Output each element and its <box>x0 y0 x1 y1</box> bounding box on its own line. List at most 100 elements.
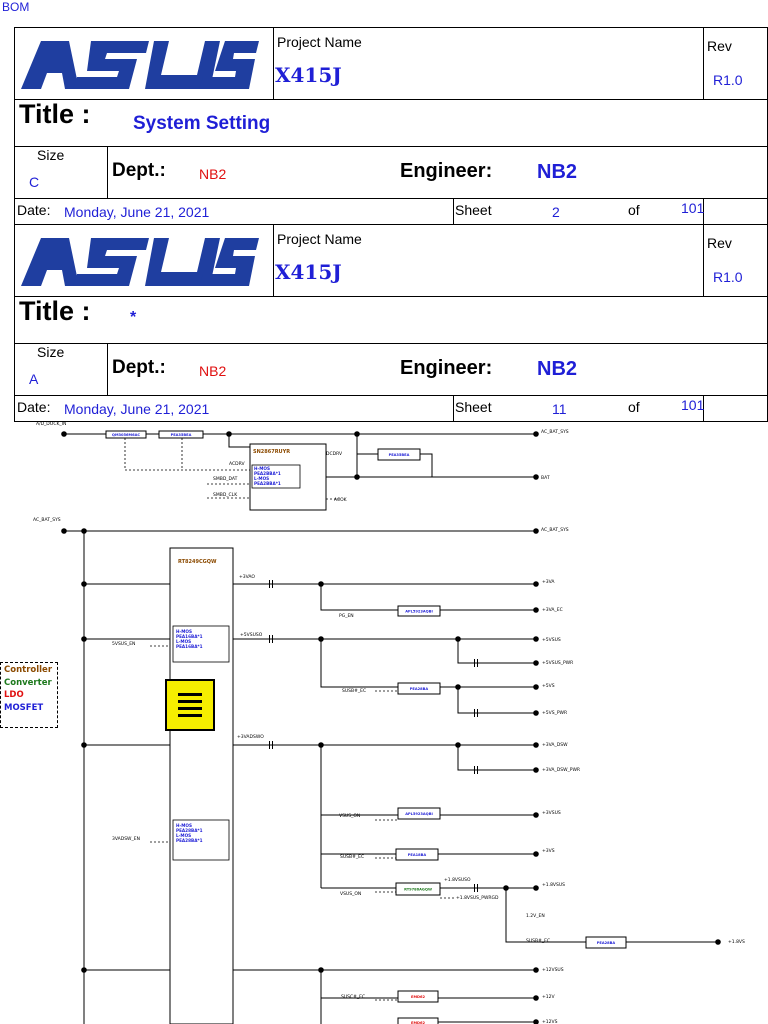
of-label: of <box>628 202 640 218</box>
size-value: C <box>29 174 40 190</box>
note-icon[interactable] <box>165 679 215 731</box>
part-box <box>397 605 441 617</box>
junction-dot <box>455 636 461 642</box>
wire <box>320 584 398 611</box>
asus-logo <box>21 41 259 89</box>
charger-ic-label: SN2867RUYR <box>253 449 290 455</box>
net-label: +12VSUS <box>542 967 564 973</box>
sheet-total: 101 <box>681 397 705 413</box>
sheet-value: 2 <box>552 204 560 220</box>
junction-dot <box>81 581 87 587</box>
project-name-label: Project Name <box>277 231 362 247</box>
part-label: PEA35BEA <box>171 433 192 437</box>
engineer-label: Engineer: <box>400 357 493 379</box>
mos-text: H-MOS <box>176 823 192 828</box>
title-block-2: Project Name X415J Rev R1.0 Title : * Si… <box>14 224 768 422</box>
part-label: PEA28BA <box>597 941 616 945</box>
schematic-wires <box>64 433 718 1024</box>
wire <box>457 687 536 714</box>
mos-box-2 <box>172 819 230 861</box>
junction-dot <box>533 684 539 690</box>
net-label: +3VA_DSW <box>542 742 568 748</box>
junction-dot <box>455 684 461 690</box>
charger-mos-box <box>251 464 301 489</box>
junction-dot <box>354 474 360 480</box>
legend-controller: Controller <box>4 665 53 675</box>
project-value: X415J <box>275 260 342 284</box>
net-label: +1.8VSUSO <box>444 877 471 883</box>
net-label: BAT <box>541 475 550 481</box>
net-label: 3VADSW_EN <box>112 836 140 842</box>
net-label: +3VAO <box>239 574 255 580</box>
sheet-label: Sheet <box>455 399 492 415</box>
project-value: X415J <box>275 63 342 87</box>
junction-dot <box>318 581 324 587</box>
net-label: DCDRV <box>326 451 343 457</box>
part-label: PEA28BA <box>410 687 429 691</box>
part-label: EMD62 <box>411 1021 426 1024</box>
junction-dot <box>533 431 539 437</box>
net-label: +1.8VSUS_PWRGD <box>456 895 499 901</box>
engineer-value: NB2 <box>537 358 578 380</box>
junction-dot <box>533 528 539 534</box>
date-label: Date: <box>17 202 51 218</box>
net-label: 5VSUS_EN <box>112 641 135 647</box>
part-box <box>397 990 439 1003</box>
net-label: A/D_DOCK_IN <box>36 422 66 427</box>
net-label: +5VSUS_PWR <box>542 660 573 666</box>
mos-text: H-MOS <box>176 629 192 634</box>
junction-dot <box>533 885 539 891</box>
junction-dot <box>318 636 324 642</box>
sheet-value: 11 <box>552 401 567 417</box>
net-label: +12VS <box>542 1019 558 1024</box>
title-label: Title : <box>19 99 91 129</box>
part-label: RT9786AGQW <box>404 888 432 892</box>
junction-dot <box>318 967 324 973</box>
legend-converter: Converter <box>4 677 52 688</box>
part-box <box>395 848 439 861</box>
part-label: APL5923AQBI <box>405 610 433 614</box>
net-label: SUSB#_EC <box>340 854 364 860</box>
part-box <box>397 682 441 695</box>
net-label: +5VSUSO <box>240 632 263 638</box>
net-label: AC_BAT_SYS <box>541 527 569 533</box>
dept-label: Dept.: <box>112 357 166 378</box>
rev-label: Rev <box>707 235 732 251</box>
net-label: 1.2V_EN <box>526 913 545 919</box>
net-label: VSUS_ON <box>339 813 360 819</box>
junction-dot <box>318 742 324 748</box>
schematic-labels: A/D_DOCK_INAC_BAT_SYSBATACDRVSMBD_DATSMB… <box>33 422 745 1024</box>
wire <box>505 888 586 943</box>
part-label: APL5923AQBI <box>405 812 433 816</box>
junction-dot <box>503 885 509 891</box>
part-label: EMD62 <box>411 995 426 999</box>
part-label: QM3056M6AC <box>112 433 140 437</box>
net-label: PG_EN <box>339 613 354 619</box>
net-label: +12V <box>542 994 555 1000</box>
schematic-dashed-signals <box>124 438 586 1001</box>
mos-text: PEA2BBA*1 <box>254 481 281 486</box>
bom-label: BOM <box>2 0 30 14</box>
part-label: PEA18BA <box>408 853 427 857</box>
size-label: Size <box>37 344 65 360</box>
junction-dot <box>81 742 87 748</box>
part-label: PEA35BEA <box>389 453 410 457</box>
mos-text: L-MOS <box>176 833 191 838</box>
net-label: AC_BAT_SYS <box>541 429 569 435</box>
junction-dot <box>533 967 539 973</box>
of-label: of <box>628 399 640 415</box>
net-label: +5VS <box>542 683 555 689</box>
net-label: +3VA_DSW_PWR <box>542 767 580 773</box>
wire <box>420 453 433 477</box>
size-value: A <box>29 371 39 387</box>
part-box <box>397 1017 439 1024</box>
schematic-parts: QM3056M6AC PEA35BEA PEA35BEA SN2867RUYR H-MO… <box>105 430 627 1024</box>
project-name-label: Project Name <box>277 34 362 50</box>
net-label: +3VA <box>542 579 555 585</box>
junction-dot <box>455 742 461 748</box>
title-value: * <box>130 309 137 326</box>
junction-dot <box>533 710 539 716</box>
sheet-label: Sheet <box>455 202 492 218</box>
date-value: Monday, June 21, 2021 <box>64 401 210 417</box>
legend-mosfet: MOSFET <box>4 702 44 713</box>
